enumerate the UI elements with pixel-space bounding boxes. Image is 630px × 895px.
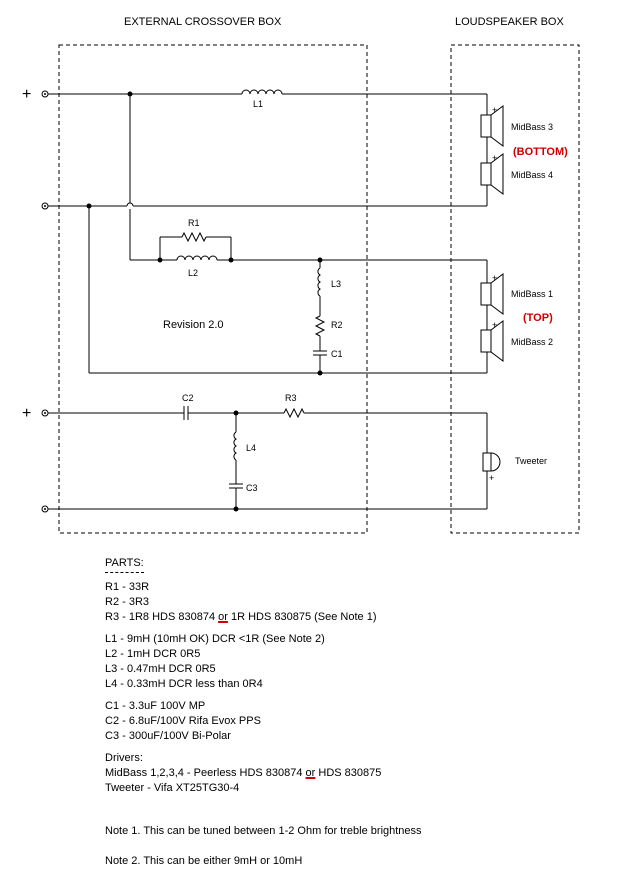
or-highlight: or bbox=[218, 611, 228, 623]
plus-mb3: + bbox=[492, 105, 497, 115]
speaker-midbass-2 bbox=[480, 320, 504, 362]
plus-mb1: + bbox=[492, 273, 497, 283]
resistor-r1 bbox=[181, 231, 207, 243]
label-midbass-2: MidBass 2 bbox=[511, 337, 553, 347]
speaker-midbass-4 bbox=[480, 153, 504, 195]
label-l3: L3 bbox=[331, 279, 341, 289]
plus-mb2: + bbox=[492, 320, 497, 330]
terminal-plus-label-1: + bbox=[22, 86, 31, 103]
label-c3: C3 bbox=[246, 483, 258, 493]
part-l2: L2 - 1mH DCR 0R5 bbox=[105, 648, 201, 660]
drivers-tweeter: Tweeter - Vifa XT25TG30-4 bbox=[105, 782, 240, 794]
label-tweeter: Tweeter bbox=[515, 456, 547, 466]
plus-mb4: + bbox=[492, 153, 497, 163]
part-l4: L4 - 0.33mH DCR less than 0R4 bbox=[105, 678, 263, 690]
note-2: Note 2. This can be either 9mH or 10mH bbox=[105, 855, 303, 867]
part-r1: R1 - 33R bbox=[105, 581, 150, 593]
label-c1: C1 bbox=[331, 349, 343, 359]
label-l1: L1 bbox=[253, 99, 263, 109]
parts-title: PARTS: bbox=[105, 556, 144, 573]
part-c2: C2 - 6.8uF/100V Rifa Evox PPS bbox=[105, 715, 261, 727]
label-l2: L2 bbox=[188, 268, 198, 278]
part-l1: L1 - 9mH (10mH OK) DCR <1R (See Note 2) bbox=[105, 633, 325, 645]
plus-tweeter: + bbox=[489, 473, 494, 483]
label-l4: L4 bbox=[246, 443, 256, 453]
label-r3: R3 bbox=[285, 393, 297, 403]
label-midbass-1: MidBass 1 bbox=[511, 289, 553, 299]
crossover-schematic: EXTERNAL CROSSOVER BOX LOUDSPEAKER BOX bbox=[22, 16, 580, 534]
inductor-l3 bbox=[317, 267, 322, 297]
resistor-r3 bbox=[283, 407, 305, 419]
drivers-midbass: MidBass 1,2,3,4 - Peerless HDS 830874 or… bbox=[105, 767, 382, 779]
part-c1: C1 - 3.3uF 100V MP bbox=[105, 700, 206, 712]
crossover-box-outline bbox=[58, 44, 368, 534]
revision-label: Revision 2.0 bbox=[163, 319, 224, 331]
part-r2: R2 - 3R3 bbox=[105, 596, 150, 608]
speaker-box-title: LOUDSPEAKER BOX bbox=[455, 16, 564, 28]
parts-list: PARTS: R1 - 33R R2 - 3R3 R3 - 1R8 HDS 83… bbox=[105, 556, 422, 869]
speaker-box-outline bbox=[450, 44, 580, 534]
speaker-midbass-3 bbox=[480, 105, 504, 147]
inductor-l1 bbox=[241, 89, 283, 95]
part-r3: R3 - 1R8 HDS 830874 or 1R HDS 830875 (Se… bbox=[105, 611, 377, 623]
label-midbass-3: MidBass 3 bbox=[511, 122, 553, 132]
label-bottom: (BOTTOM) bbox=[513, 146, 568, 158]
inductor-l4 bbox=[233, 431, 238, 461]
drivers-title: Drivers: bbox=[105, 752, 143, 764]
label-midbass-4: MidBass 4 bbox=[511, 170, 553, 180]
part-c3: C3 - 300uF/100V Bi-Polar bbox=[105, 730, 231, 742]
resistor-r2 bbox=[314, 315, 326, 337]
label-top: (TOP) bbox=[523, 312, 553, 324]
label-r1: R1 bbox=[188, 218, 200, 228]
speaker-midbass-1 bbox=[480, 273, 504, 315]
inductor-l2 bbox=[176, 255, 218, 261]
label-r2: R2 bbox=[331, 320, 343, 330]
junction-dots bbox=[86, 91, 323, 512]
note-1: Note 1. This can be tuned between 1-2 Oh… bbox=[105, 825, 422, 837]
label-c2: C2 bbox=[182, 393, 194, 403]
part-l3: L3 - 0.47mH DCR 0R5 bbox=[105, 663, 216, 675]
or-highlight: or bbox=[305, 767, 316, 779]
crossover-box-title: EXTERNAL CROSSOVER BOX bbox=[124, 16, 282, 28]
terminal-plus-label-2: + bbox=[22, 405, 31, 422]
speaker-tweeter bbox=[482, 452, 501, 472]
